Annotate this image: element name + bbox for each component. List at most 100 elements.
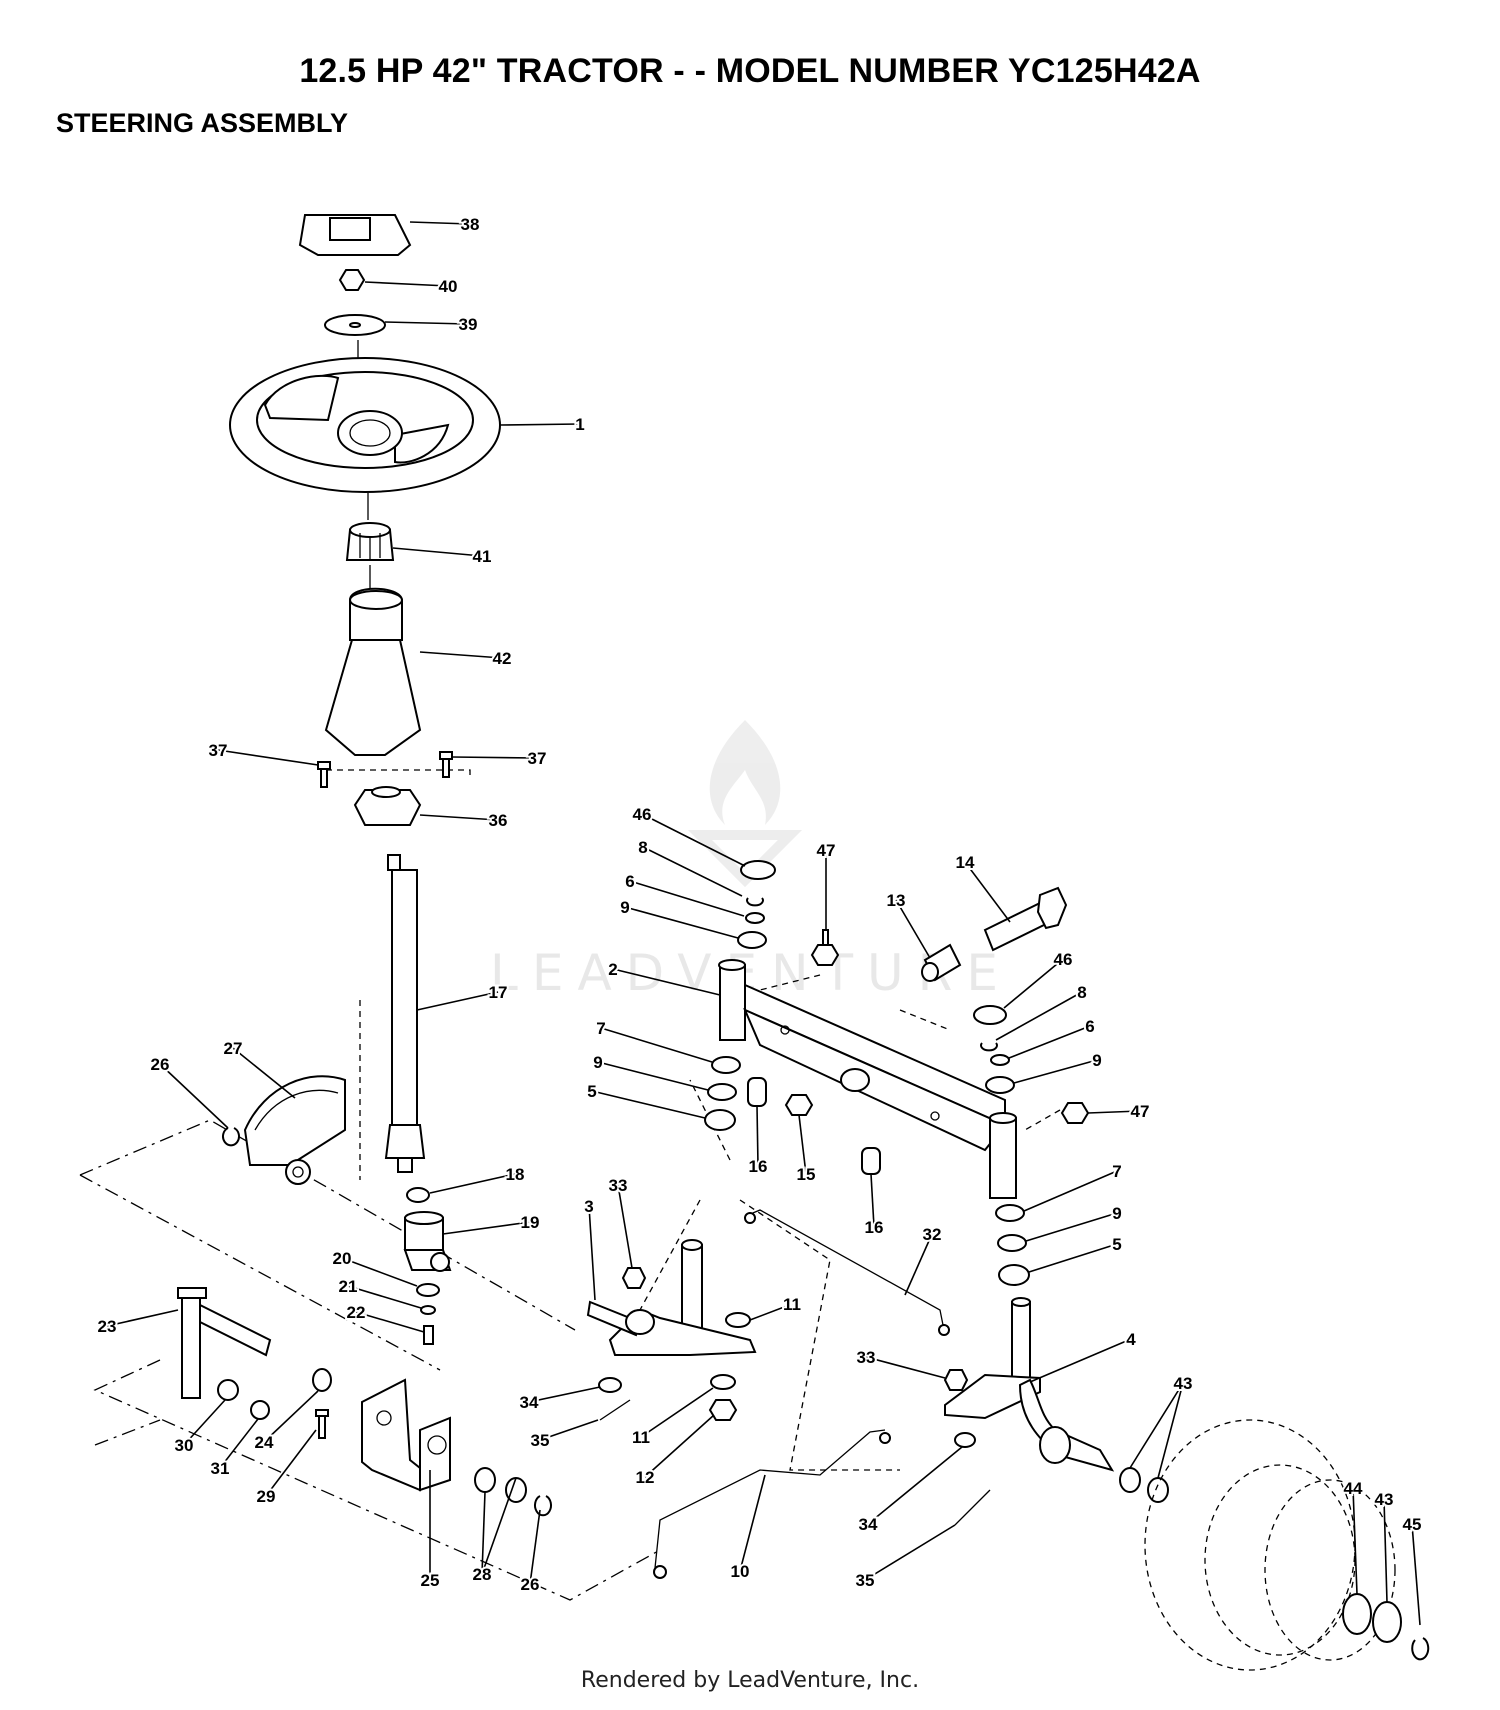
leader-line xyxy=(617,1184,633,1269)
callout-c30: 30 xyxy=(175,1436,194,1455)
leader-line xyxy=(597,1061,709,1091)
leader-line xyxy=(1028,1243,1118,1273)
leader-line xyxy=(416,991,499,1011)
part-tie-rod xyxy=(747,1209,946,1336)
callout-c12: 12 xyxy=(636,1468,655,1487)
callout-c19: 19 xyxy=(521,1213,540,1232)
callout-c33a: 33 xyxy=(609,1176,628,1195)
leader-line xyxy=(904,1233,933,1296)
callout-c8b: 8 xyxy=(1077,983,1086,1002)
part-bolt-left xyxy=(317,761,331,788)
leader-line xyxy=(392,547,483,557)
part-washer-9c xyxy=(985,1076,1015,1094)
part-bearing-5a xyxy=(704,1109,736,1131)
callout-c1: 1 xyxy=(575,415,584,434)
callout-c23: 23 xyxy=(98,1317,117,1336)
callout-c9c: 9 xyxy=(1092,1051,1101,1070)
part-washer-43c xyxy=(1372,1601,1402,1643)
part-cotter-35b xyxy=(954,1489,991,1526)
leader-line xyxy=(429,1173,516,1194)
part-steering-shaft xyxy=(384,854,426,1173)
leader-line xyxy=(864,1524,956,1581)
leader-line xyxy=(355,1311,425,1333)
leader-line xyxy=(263,1390,319,1443)
leader-line xyxy=(1025,1212,1118,1242)
part-washer-11a xyxy=(725,1312,751,1328)
leader-line xyxy=(528,1386,601,1403)
part-front-axle xyxy=(718,959,1017,1199)
leader-line xyxy=(265,1429,317,1497)
leader-line xyxy=(1383,1498,1388,1603)
part-washer-9d xyxy=(997,1234,1027,1252)
part-nut-12 xyxy=(708,1399,738,1421)
leader-line xyxy=(642,846,743,897)
part-nut-33a xyxy=(621,1267,647,1289)
callout-c34a: 34 xyxy=(520,1393,539,1412)
callout-c2: 2 xyxy=(608,960,617,979)
part-spacer-16a xyxy=(747,1077,767,1107)
part-spacer-24 xyxy=(312,1368,332,1392)
part-steering-adapter xyxy=(345,522,395,561)
leader-line xyxy=(409,221,471,225)
leader-line xyxy=(1013,1059,1098,1084)
leader-line xyxy=(756,1105,759,1167)
part-washer-43a xyxy=(1119,1467,1141,1493)
leader-line xyxy=(641,813,746,867)
leader-line xyxy=(341,1257,418,1287)
part-spacer-16b xyxy=(861,1147,881,1175)
leader-line xyxy=(219,1418,259,1469)
callout-c4: 4 xyxy=(1126,1330,1136,1349)
callout-c17: 17 xyxy=(489,983,508,1002)
part-grease-fitting-a xyxy=(810,929,840,966)
part-washer-34b xyxy=(954,1432,976,1448)
leader-line xyxy=(232,1047,296,1099)
part-washer-11b xyxy=(710,1374,736,1390)
callout-c37b: 37 xyxy=(528,749,547,768)
footer-credit: Rendered by LeadVenture, Inc. xyxy=(580,1668,920,1693)
leader-line xyxy=(451,756,538,759)
leader-line xyxy=(364,281,449,287)
callout-c8a: 8 xyxy=(638,838,647,857)
callout-c47a: 47 xyxy=(817,841,836,860)
flame-logo-icon xyxy=(709,720,781,825)
leader-line xyxy=(1029,1338,1132,1383)
callout-c16a: 16 xyxy=(749,1157,768,1176)
diagram-title: 12.5 HP 42" TRACTOR - - MODEL NUMBER YC1… xyxy=(299,52,1201,90)
callout-c43b: 43 xyxy=(1375,1490,1394,1509)
part-retaining-ring-45 xyxy=(1411,1637,1430,1661)
part-pivot-bar xyxy=(177,1287,272,1399)
callout-c27: 27 xyxy=(224,1039,243,1058)
leader-line xyxy=(347,1285,422,1309)
callout-c46a: 46 xyxy=(633,805,652,824)
callout-c40: 40 xyxy=(439,277,458,296)
leader-line xyxy=(539,1419,599,1441)
callout-c9b: 9 xyxy=(593,1053,602,1072)
callout-c16b: 16 xyxy=(865,1218,884,1237)
callout-c6a: 6 xyxy=(625,872,634,891)
callout-c43a: 43 xyxy=(1174,1374,1193,1393)
callout-c39: 39 xyxy=(459,315,478,334)
callout-c14: 14 xyxy=(956,853,975,872)
leader-line xyxy=(995,991,1083,1041)
callout-c3: 3 xyxy=(584,1197,593,1216)
callout-c25: 25 xyxy=(421,1571,440,1590)
leader-line xyxy=(419,814,499,821)
callout-c5b: 5 xyxy=(1112,1235,1121,1254)
leader-line xyxy=(384,321,469,325)
part-washer-6a xyxy=(745,912,765,924)
part-spindle-right xyxy=(944,1297,1115,1472)
callout-c9a: 9 xyxy=(620,898,629,917)
callout-c28: 28 xyxy=(473,1565,492,1584)
leader-line xyxy=(529,1509,541,1585)
leader-line xyxy=(481,1491,486,1575)
part-washer-small xyxy=(406,1187,430,1203)
part-washer-43b xyxy=(1147,1477,1169,1503)
callout-c32: 32 xyxy=(923,1225,942,1244)
leader-line xyxy=(217,749,319,766)
part-washer-6b xyxy=(990,1054,1010,1066)
callout-c45: 45 xyxy=(1403,1515,1422,1534)
leader-line xyxy=(1129,1382,1184,1469)
callout-c26a: 26 xyxy=(151,1055,170,1074)
leader-line xyxy=(481,1477,517,1575)
